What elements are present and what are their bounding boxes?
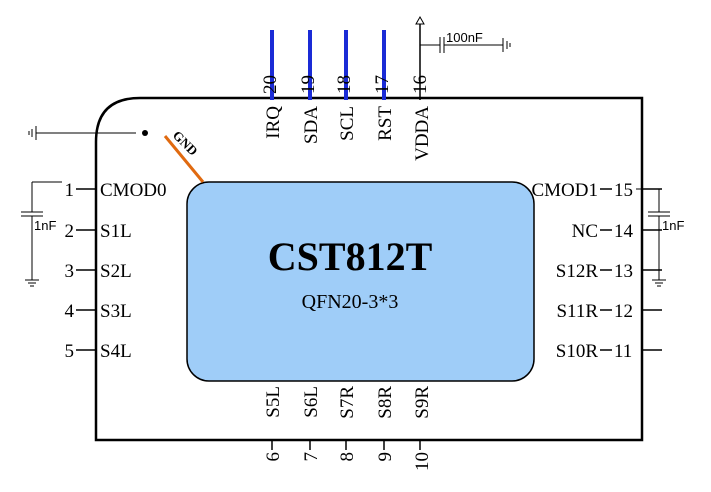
- pin-7-name: S6L: [301, 386, 322, 418]
- pin-10-name: S9R: [412, 386, 433, 419]
- pin-18-name: SCL: [337, 106, 358, 141]
- pin-12-name: S11R: [556, 301, 598, 322]
- cap-cmod0-value: 1nF: [34, 218, 56, 233]
- pin-2-name: S1L: [100, 221, 132, 242]
- gnd-dot: [142, 130, 148, 136]
- cap-vdda-value: 100nF: [446, 30, 483, 45]
- right-pin-ticks: [600, 188, 612, 351]
- gnd-symbol-top-left: [28, 126, 37, 140]
- pin-9-name: S8R: [375, 386, 396, 419]
- pin-14-number: 14: [614, 221, 634, 242]
- pin-2-number: 2: [65, 221, 75, 242]
- pin-4-number: 4: [65, 301, 75, 322]
- pin-20-name: IRQ: [263, 106, 284, 139]
- chip-die: [186, 181, 535, 382]
- pin-5-number: 5: [65, 341, 75, 362]
- pin-9-number: 9: [375, 452, 396, 462]
- pin-19-name: SDA: [301, 106, 322, 144]
- pin-11-name: S10R: [556, 341, 599, 362]
- pin-16-number: 16: [410, 75, 431, 94]
- pin-7-number: 7: [301, 452, 322, 462]
- pin-17-number: 17: [372, 75, 393, 94]
- pin-16-name: VDDA: [412, 106, 433, 161]
- pin-8-name: S7R: [337, 386, 358, 419]
- chip-package: QFN20-3*3: [302, 291, 399, 313]
- vdda-supply-arrow: [415, 15, 425, 25]
- pin-15-number: 15: [614, 180, 633, 201]
- cmod1-capacitor: [636, 188, 670, 287]
- pin-8-number: 8: [337, 452, 358, 462]
- cmod0-capacitor: [21, 181, 62, 287]
- vdda-decoupling-capacitor: [420, 37, 511, 53]
- pin-6-name: S5L: [263, 386, 284, 418]
- left-pin-leads: [76, 188, 96, 351]
- pin-1-number: 1: [65, 180, 75, 201]
- gnd-wire: [163, 135, 205, 183]
- chip-part-number: CST812T: [268, 234, 433, 279]
- pin-3-number: 3: [65, 261, 75, 282]
- pin-14-name: NC: [572, 221, 598, 242]
- pin-13-name: S12R: [556, 261, 599, 282]
- pin-11-number: 11: [614, 341, 632, 362]
- pin-5-name: S4L: [100, 341, 132, 362]
- pin-10-number: 10: [412, 452, 433, 471]
- pin-18-number: 18: [334, 75, 355, 94]
- pin-4-name: S3L: [100, 301, 132, 322]
- pin-13-number: 13: [614, 261, 633, 282]
- cap-cmod1-value: 1nF: [662, 218, 684, 233]
- top-pin-leads: [270, 24, 421, 100]
- pin-6-number: 6: [263, 452, 284, 462]
- pin-1-name: CMOD0: [100, 180, 167, 201]
- pin-12-number: 12: [614, 301, 633, 322]
- pin-17-name: RST: [375, 106, 396, 141]
- bottom-pin-leads: [271, 440, 421, 450]
- pin-19-number: 19: [298, 75, 319, 94]
- pin-15-name: CMOD1: [531, 180, 598, 201]
- pin-3-name: S2L: [100, 261, 132, 282]
- pin-20-number: 20: [260, 75, 281, 94]
